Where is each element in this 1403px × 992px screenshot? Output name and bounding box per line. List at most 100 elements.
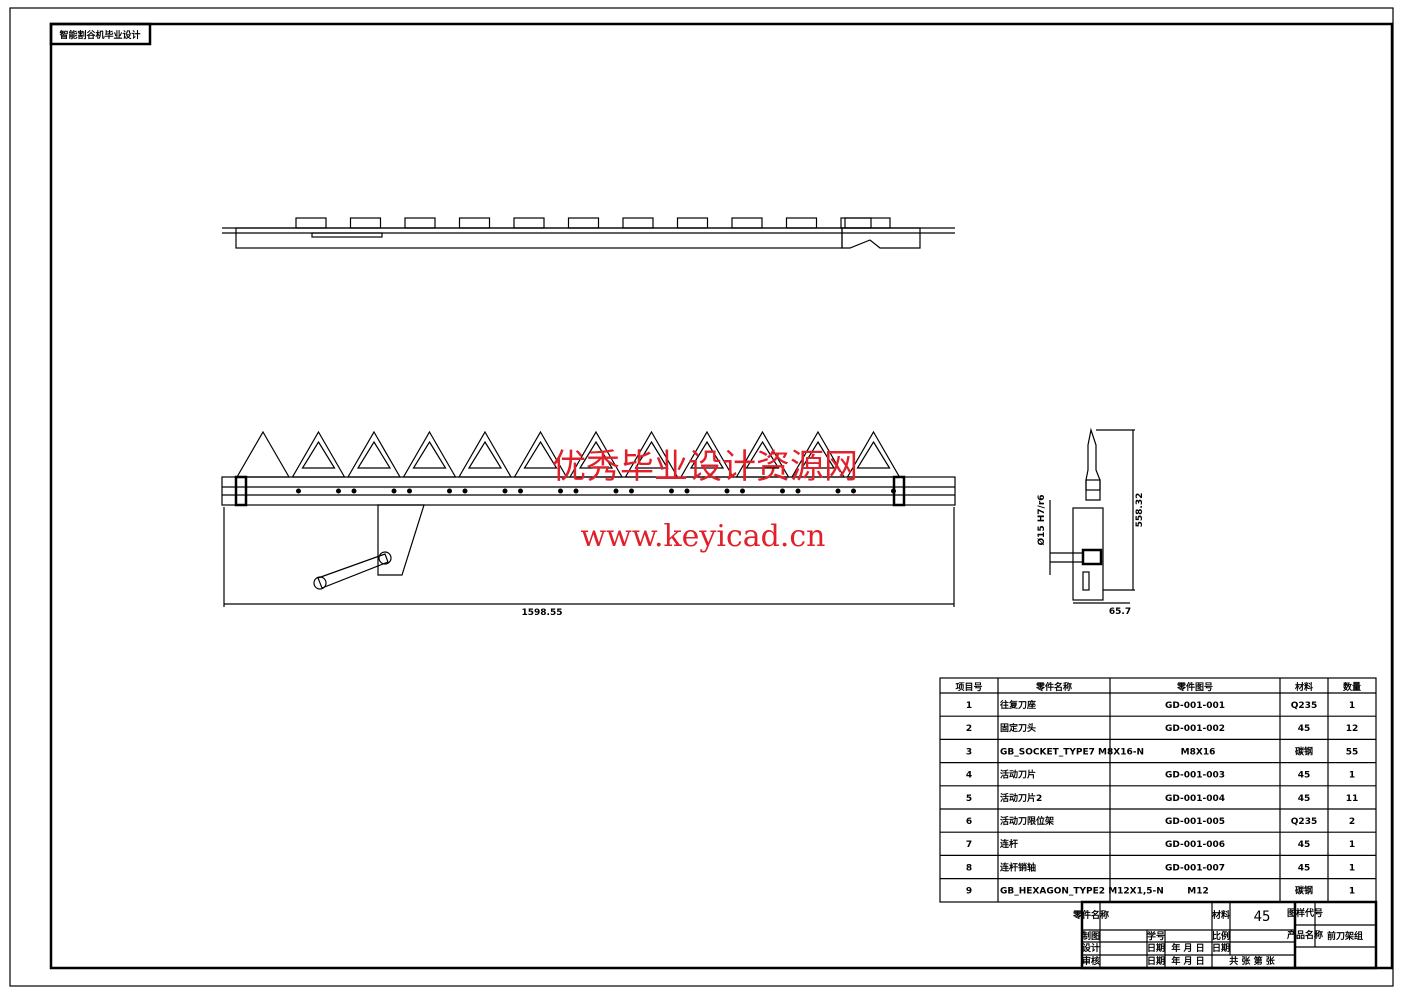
bom-name: 连杆销轴	[1000, 861, 1036, 873]
bom-qty: 55	[1346, 747, 1359, 757]
bom-qty: 1	[1349, 840, 1355, 850]
tb-ymd: 年 月 日	[1171, 942, 1204, 954]
top-tooth	[676, 217, 709, 229]
tb-student-no-label: 学号	[1147, 930, 1165, 942]
bolt-icon	[795, 488, 801, 494]
tb-review-label: 审核	[1082, 955, 1100, 967]
bolt-icon	[462, 488, 468, 494]
bolt-icon	[851, 488, 856, 494]
top-tooth	[622, 217, 654, 229]
bom-qty: 1	[1349, 771, 1355, 781]
bom-drawing-no: M8X16	[1181, 747, 1216, 757]
bolt-icon	[684, 488, 690, 494]
knife-inner	[523, 440, 558, 469]
bolt-icon	[407, 488, 412, 494]
bom-item: 1	[966, 701, 972, 711]
bom-name: 活动刀片	[1000, 769, 1036, 781]
bolt-icon	[613, 488, 619, 494]
knife-section	[790, 430, 846, 478]
title-box-text: 智能割谷机毕业设计	[59, 29, 140, 41]
bom-qty: 11	[1346, 794, 1359, 804]
bom-item: 9	[966, 887, 972, 897]
top-tooth	[785, 217, 818, 229]
bolt-icon	[669, 488, 674, 494]
bom-name: 固定刀头	[1000, 722, 1036, 734]
bom-material: Q235	[1291, 817, 1317, 827]
bom-header-qty: 数量	[1343, 681, 1361, 693]
top-tooth	[840, 217, 872, 229]
knife-section	[235, 430, 291, 478]
title-block: 零件名称 材料 45 图样代号 产品名称 前刀架组 制图 设计 审核 学号 日期…	[1072, 900, 1378, 970]
side-view: 558.32 65.7 Ø15 H7/r6	[1036, 427, 1145, 617]
bom-drawing-no: GD-001-003	[1165, 771, 1225, 781]
bolt-icon	[391, 488, 397, 494]
bom-item: 8	[966, 863, 972, 873]
dim-fit: Ø15 H7/r6	[1036, 494, 1047, 545]
bom-item: 2	[966, 724, 972, 734]
bom-name: 往复刀座	[1000, 699, 1036, 711]
bolt-icon	[336, 488, 341, 494]
knife-section	[568, 430, 624, 478]
bolt-icon	[558, 488, 563, 494]
tb-ratio-label: 比例	[1212, 930, 1230, 942]
bom-header-drawing-no: 零件图号	[1176, 681, 1213, 693]
bolt-icon	[724, 488, 730, 494]
bolt-icon	[780, 488, 785, 494]
bom-header-material: 材料	[1294, 681, 1313, 693]
bom-drawing-no: GD-001-004	[1165, 794, 1225, 804]
tb-draw-label: 制图	[1082, 930, 1100, 942]
bom-header-name: 零件名称	[1035, 681, 1072, 693]
bolt-icon	[296, 488, 301, 494]
bom-name: 活动刀限位架	[1000, 815, 1054, 827]
knife-inner	[856, 440, 891, 469]
bom-material: Q235	[1291, 701, 1317, 711]
bom-item: 3	[966, 747, 972, 757]
tb-ymd-2: 年 月 日	[1171, 955, 1204, 967]
bom-item: 6	[966, 817, 972, 827]
knife-section	[735, 430, 790, 478]
tb-part-name-label: 零件名称	[1072, 909, 1109, 921]
bom-drawing-no: GD-001-001	[1165, 701, 1225, 711]
bom-material: 碳钢	[1295, 885, 1313, 897]
top-tooth	[404, 217, 436, 229]
knife-section	[846, 430, 901, 478]
bom-drawing-no: GD-001-005	[1165, 817, 1225, 827]
bom-qty: 2	[1349, 817, 1355, 827]
title-box	[49, 22, 152, 46]
tb-product-name: 前刀架组	[1327, 930, 1363, 942]
knife-section	[291, 430, 346, 478]
watermark-cn: 优秀毕业设计资源网	[552, 447, 858, 487]
tb-material: 45	[1254, 909, 1271, 925]
top-tooth	[295, 217, 327, 229]
bom-qty: 1	[1349, 863, 1355, 873]
tb-date-label: 日期	[1147, 942, 1165, 954]
bom-drawing-no: GD-001-002	[1165, 724, 1225, 734]
tb-date-label-3: 日期	[1212, 942, 1230, 954]
knife-section	[513, 430, 568, 478]
bom-item: 7	[966, 840, 972, 850]
knife-section	[402, 430, 457, 478]
knife-section	[457, 430, 513, 478]
dim-width: 65.7	[1109, 607, 1131, 617]
knife-inner	[578, 440, 614, 469]
tb-date-label-2: 日期	[1147, 955, 1165, 967]
bolt-icon	[351, 488, 357, 494]
dim-height: 558.32	[1135, 493, 1145, 528]
bom-name: 活动刀片2	[1000, 792, 1042, 804]
dim-overall-length: 1598.55	[522, 608, 563, 618]
bom-qty: 1	[1349, 887, 1355, 897]
knife-inner	[689, 440, 725, 469]
bolt-icon	[740, 488, 745, 494]
inner-frame	[49, 22, 1394, 970]
top-tooth	[513, 217, 545, 229]
bolt-icon	[447, 488, 452, 494]
knife-inner	[800, 440, 836, 469]
top-tooth	[567, 217, 600, 229]
tb-sheets: 共 张 第 张	[1229, 955, 1275, 967]
bom-material: 碳钢	[1295, 745, 1313, 757]
knife-section	[624, 430, 679, 478]
bom-material: 45	[1298, 771, 1311, 781]
knife-inner	[412, 440, 447, 469]
